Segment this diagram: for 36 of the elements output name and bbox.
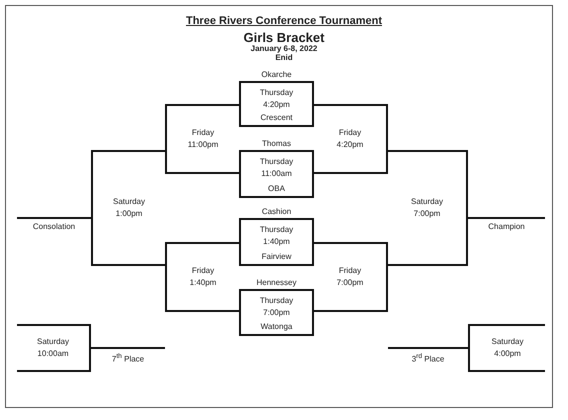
game-time: Friday 11:00pm [186,127,220,151]
game-time: Saturday 1:00pm [112,196,146,220]
date-range: January 6-8, 2022 [250,44,318,54]
result-label: Champion [487,222,526,232]
venue-text: Enid [274,53,294,63]
bracket-slot [91,150,165,266]
game-time: Saturday 4:00pm [490,336,525,360]
team-name: OBA [267,184,286,194]
team-name: Cashion [260,207,292,217]
team-name: Fairview [260,252,292,262]
game-time: Thursday 4:20pm [258,87,294,111]
team-name: Okarche [260,70,293,80]
bracket-slot [165,242,239,312]
team-name: Thomas [261,139,292,149]
bracket-slot [388,150,468,266]
game-time: Thursday 11:00am [258,156,294,180]
game-time: Saturday 7:00pm [410,196,444,220]
bracket-slot [468,324,545,372]
bracket-slot [165,104,239,174]
tournament-title: Three Rivers Conference Tournament [184,15,383,28]
game-time: Thursday 1:40pm [258,224,294,248]
game-time: Friday 1:40pm [188,265,218,289]
bracket-slot [17,324,91,372]
team-name: Hennessey [255,278,298,288]
game-time: Friday 4:20pm [336,127,364,151]
game-time: Friday 7:00pm [336,265,364,289]
result-label: Consolation [32,222,76,232]
result-label: 3$^{rd}$ Place [410,352,446,365]
team-name: Watonga [260,322,294,332]
bracket-slot [314,242,388,312]
game-time: Saturday 10:00am [36,336,70,360]
game-time: Thursday 7:00pm [258,295,294,319]
bracket-slot [314,104,388,174]
result-label: 7$^{th}$ Place [110,352,146,365]
bracket-heading: Girls Bracket [242,30,326,45]
team-name: Crescent [259,113,294,123]
